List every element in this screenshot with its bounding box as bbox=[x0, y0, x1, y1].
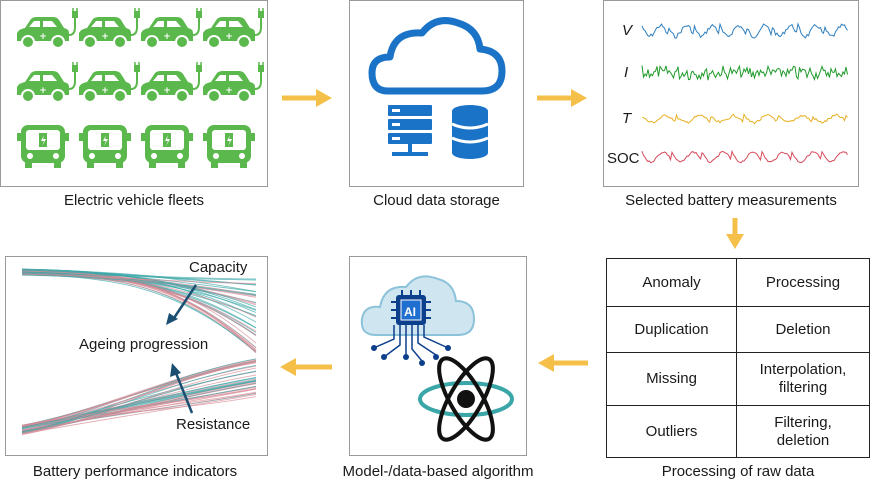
ai-chip-label: AI bbox=[404, 305, 416, 319]
database-icon bbox=[451, 105, 489, 159]
table-row: Outliers Filtering, deletion bbox=[607, 405, 869, 457]
bus-icon bbox=[17, 125, 69, 168]
capacity-arrow bbox=[170, 284, 198, 322]
voltage-label: V bbox=[622, 22, 633, 39]
degradation-curves bbox=[21, 268, 257, 436]
capacity-curve bbox=[21, 273, 257, 296]
resistance-curve bbox=[21, 394, 257, 435]
temperature-label: T bbox=[622, 110, 632, 127]
bus-icon bbox=[79, 125, 131, 168]
measurements-panel bbox=[603, 0, 859, 187]
issue-cell: Anomaly bbox=[642, 273, 701, 291]
v-trace bbox=[641, 22, 848, 39]
ai-cloud-icon bbox=[360, 275, 476, 366]
soc-trace bbox=[641, 149, 848, 164]
capacity-curve bbox=[21, 271, 257, 329]
svg-text:+: + bbox=[225, 86, 233, 96]
fleets-caption: Electric vehicle fleets bbox=[63, 192, 205, 209]
cloud-icon bbox=[368, 17, 506, 95]
algorithm-panel bbox=[349, 256, 527, 456]
action-cell: Filtering, deletion bbox=[736, 406, 869, 457]
algorithm-icons bbox=[360, 275, 514, 442]
fleet-panel: + + + + + + + + bbox=[0, 0, 268, 187]
car-icon: + bbox=[141, 8, 202, 49]
table-row: Missing Interpolation, filtering bbox=[607, 352, 869, 405]
atom-icon bbox=[418, 356, 514, 442]
ageing-label: Ageing progression bbox=[79, 336, 209, 353]
arrow-right-1 bbox=[282, 89, 332, 107]
resistance-curve bbox=[21, 361, 257, 435]
svg-text:+: + bbox=[101, 32, 109, 42]
resistance-curve bbox=[21, 370, 257, 433]
fleet-icons: + + + + + + + + bbox=[17, 8, 264, 168]
server-icon bbox=[388, 105, 432, 156]
issue-cell: Missing bbox=[646, 370, 697, 387]
arrow-down bbox=[726, 218, 744, 249]
cloud-caption: Cloud data storage bbox=[373, 192, 500, 209]
arrow-right-2 bbox=[537, 89, 587, 107]
capacity-curve bbox=[21, 274, 257, 311]
table-row: Duplication Deletion bbox=[607, 306, 869, 352]
car-icon: + bbox=[79, 62, 140, 103]
svg-text:+: + bbox=[163, 32, 171, 42]
resistance-curve bbox=[21, 383, 257, 433]
svg-text:+: + bbox=[101, 86, 109, 96]
capacity-curve bbox=[21, 272, 257, 281]
capacity-curve bbox=[21, 269, 257, 344]
resistance-curve bbox=[21, 388, 257, 427]
resistance-arrowhead bbox=[170, 363, 181, 377]
car-icon: + bbox=[203, 8, 264, 49]
table-row: Anomaly Processing bbox=[607, 259, 869, 306]
issue-cell: Outliers bbox=[645, 422, 698, 440]
svg-text:+: + bbox=[39, 86, 47, 96]
capacity-curve bbox=[21, 273, 257, 284]
car-icon: + bbox=[141, 62, 202, 103]
current-label: I bbox=[624, 64, 629, 81]
cloud-panel bbox=[349, 0, 524, 187]
car-icon: + bbox=[17, 62, 78, 103]
svg-text:+: + bbox=[225, 32, 233, 42]
indicators-panel bbox=[5, 256, 268, 456]
resistance-curve bbox=[21, 379, 257, 428]
bus-icon bbox=[141, 125, 193, 168]
capacity-arrowhead bbox=[166, 313, 178, 325]
resistance-arrow bbox=[174, 372, 194, 414]
car-icon: + bbox=[17, 8, 78, 49]
cloud-storage-icon bbox=[368, 17, 506, 159]
arrow-left-2 bbox=[280, 358, 332, 376]
algorithm-caption: Model-/data-based algorithm bbox=[342, 463, 534, 480]
t-trace bbox=[641, 113, 848, 125]
car-icon: + bbox=[79, 8, 140, 49]
capacity-curve bbox=[21, 270, 257, 349]
action-cell: Deletion bbox=[736, 307, 869, 352]
action-cell: Processing bbox=[736, 259, 869, 306]
indicators-caption: Battery performance indicators bbox=[32, 463, 238, 480]
bus-icon bbox=[203, 125, 255, 168]
soc-label: SOC bbox=[607, 150, 640, 167]
measurements-caption: Selected battery measurements bbox=[625, 192, 837, 209]
arrow-left-1 bbox=[538, 354, 588, 372]
svg-text:+: + bbox=[39, 32, 47, 42]
processing-caption: Processing of raw data bbox=[661, 463, 815, 480]
processing-table: Anomaly Processing Duplication Deletion … bbox=[606, 258, 870, 458]
signal-traces bbox=[641, 22, 848, 164]
capacity-label: Capacity bbox=[189, 259, 248, 276]
resistance-label: Resistance bbox=[176, 416, 251, 433]
svg-text:+: + bbox=[163, 86, 171, 96]
car-icon: + bbox=[203, 62, 264, 103]
i-trace bbox=[641, 64, 848, 81]
action-cell: Interpolation, filtering bbox=[736, 353, 869, 405]
issue-cell: Duplication bbox=[634, 320, 709, 338]
